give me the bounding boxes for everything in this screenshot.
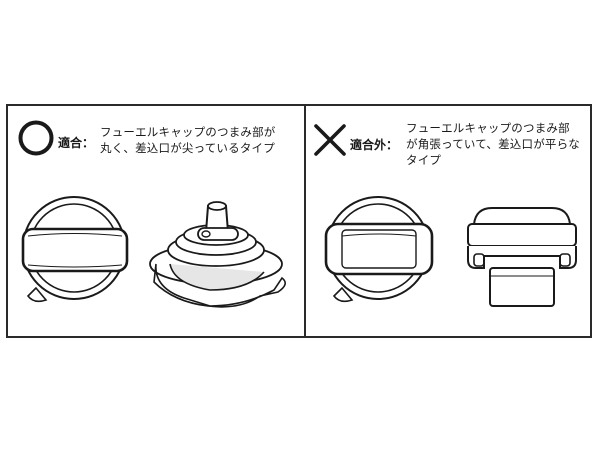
incompatible-description-line: タイプ <box>406 153 442 167</box>
angular-cap-top-view <box>324 196 434 303</box>
angular-cap-side-view <box>467 207 577 307</box>
incompatible-panel: 適合外： フューエルキャップのつまみ部 が角張っていて、差込口が平らな タイプ <box>306 106 592 336</box>
cross-icon <box>314 124 346 156</box>
round-cap-side-view <box>149 201 286 308</box>
compatible-description: フューエルキャップのつまみ部が 丸く、差込口が尖っているタイプ <box>100 124 276 156</box>
comparison-frame: 適合： フューエルキャップのつまみ部が 丸く、差込口が尖っているタイプ <box>6 104 592 338</box>
incompatible-description-line: フューエルキャップのつまみ部 <box>406 121 570 135</box>
round-cap-top-view <box>21 196 129 303</box>
incompatible-label: 適合外： <box>350 138 399 152</box>
compatible-panel: 適合： フューエルキャップのつまみ部が 丸く、差込口が尖っているタイプ <box>8 106 304 336</box>
incompatible-description: フューエルキャップのつまみ部 が角張っていて、差込口が平らな タイプ <box>406 120 580 168</box>
compatible-description-line: 丸く、差込口が尖っているタイプ <box>100 141 275 155</box>
compatible-description-line: フューエルキャップのつまみ部が <box>100 125 276 139</box>
incompatible-description-line: が角張っていて、差込口が平らな <box>406 137 581 151</box>
compatible-label: 適合： <box>58 136 95 150</box>
circle-icon <box>18 120 54 156</box>
panel-divider <box>304 106 306 336</box>
